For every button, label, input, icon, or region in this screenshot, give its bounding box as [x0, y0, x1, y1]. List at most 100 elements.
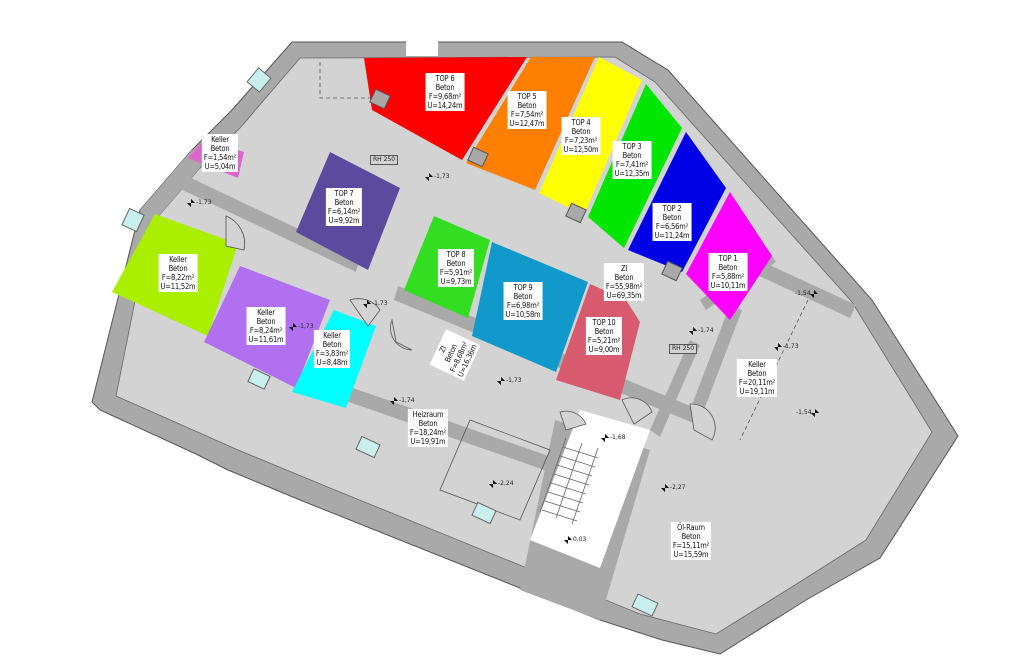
room-perimeter: U=8,48m — [316, 358, 348, 367]
room-perimeter: U=9,00m — [588, 345, 620, 354]
door-swing — [559, 410, 587, 431]
level-marker-icon — [497, 376, 505, 384]
window-opening — [406, 40, 438, 56]
pillar — [565, 202, 587, 224]
door-swing — [689, 403, 716, 441]
window — [471, 501, 497, 525]
level-marker: -1,68 — [602, 434, 626, 441]
room-area: F=5,91m² — [439, 268, 473, 277]
room-name: TOP 4 — [571, 118, 591, 127]
window — [246, 67, 272, 93]
room-label-top3: TOP 3 Beton F=7,41m² U=12,35m — [612, 141, 652, 179]
level-marker-icon — [601, 433, 609, 441]
room-area: F=18,24m² — [409, 428, 447, 437]
room-name: Heizraum — [412, 410, 444, 419]
level-value: -1,74 — [698, 327, 714, 334]
room-label-top2: TOP 2 Beton F=6,56m² U=11,24m — [652, 203, 692, 241]
level-marker: -1,74 — [690, 327, 714, 334]
room-name: TOP 10 — [592, 318, 616, 327]
level-marker-icon — [774, 342, 782, 350]
room-name: TOP 6 — [435, 74, 455, 83]
room-perimeter: U=9,92m — [328, 216, 360, 225]
room-name: Keller — [323, 331, 341, 340]
interior-wall — [170, 170, 360, 272]
level-value: -1,73 — [372, 300, 388, 307]
room-perimeter: U=12,50m — [563, 145, 599, 154]
room-area: F=7,23m² — [564, 136, 598, 145]
room-area: F=1,54m² — [203, 153, 237, 162]
room-name: Keller — [169, 255, 187, 264]
pillar — [467, 146, 489, 168]
room-material: Beton — [517, 101, 537, 110]
room-area: F=6,56m² — [655, 222, 689, 231]
room-top2 — [628, 132, 726, 272]
level-value: -1,73 — [196, 199, 212, 206]
door-swing — [225, 215, 245, 251]
room-name: TOP 3 — [622, 142, 642, 151]
level-value: -1,54 — [795, 290, 811, 297]
room-material: Beton — [571, 127, 591, 136]
room-label-top6: TOP 6 Beton F=9,68m² U=14,24m — [425, 73, 465, 111]
room-material: Beton — [256, 317, 276, 326]
room-material: Beton — [168, 264, 188, 273]
level-value: -1,68 — [610, 434, 626, 441]
room-perimeter: U=11,24m — [654, 231, 690, 240]
level-marker: -1,74 — [391, 397, 415, 404]
level-marker: -1,73 — [364, 300, 388, 307]
room-name: ZI — [620, 264, 628, 273]
room-perimeter: U=19,11m — [739, 387, 775, 396]
level-value: -1,73 — [298, 323, 314, 330]
level-marker: -1,54 — [796, 409, 820, 416]
room-material: Beton — [718, 263, 738, 272]
window — [355, 435, 381, 459]
level-marker: -1,54 — [795, 290, 819, 297]
room-name: TOP 2 — [662, 204, 682, 213]
room-area: F=8,22m² — [161, 273, 195, 282]
room-label-top8: TOP 8 Beton F=5,91m² U=9,73m — [437, 249, 475, 287]
room-height-tag: RH 250 — [668, 344, 698, 354]
room-perimeter: U=11,52m — [160, 282, 196, 291]
room-name: TOP 7 — [334, 189, 354, 198]
door-swing — [390, 318, 413, 351]
level-marker-icon — [564, 535, 572, 543]
room-material: Beton — [747, 369, 767, 378]
room-name: Keller — [211, 135, 229, 144]
heizraum-equipment-outline — [439, 419, 551, 521]
room-label-top7: TOP 7 Beton F=6,14m² U=9,92m — [325, 188, 363, 226]
room-label-keller-cyan: Keller Beton F=3,83m² U=8,48m — [313, 330, 351, 368]
level-marker-icon — [289, 322, 297, 330]
room-material: Beton — [662, 213, 682, 222]
room-perimeter: U=15,59m — [673, 550, 709, 559]
room-area: F=8,24m² — [249, 326, 283, 335]
room-height-tag: RH 250 — [369, 155, 399, 165]
room-label-keller-purple: Keller Beton F=8,24m² U=11,61m — [246, 307, 286, 345]
room-perimeter: U=9,73m — [440, 277, 472, 286]
room-material: Beton — [210, 144, 230, 153]
pillar — [369, 88, 391, 110]
level-marker-icon — [187, 198, 195, 206]
room-area: F=7,41m² — [615, 160, 649, 169]
room-label-top10: TOP 10 Beton F=5,21m² U=9,00m — [585, 317, 623, 355]
room-label-top5: TOP 5 Beton F=7,54m² U=12,47m — [507, 91, 547, 129]
room-material: Beton — [435, 83, 455, 92]
level-marker: -2,27 — [662, 484, 686, 491]
interior-wall — [690, 305, 742, 415]
level-marker-icon — [489, 479, 497, 487]
room-area: F=20,11m² — [738, 378, 776, 387]
room-area: F=5,21m² — [587, 336, 621, 345]
room-label-zi-main: ZI Beton F=55,98m² U=69,35m — [603, 263, 645, 301]
room-perimeter: U=10,11m — [710, 281, 746, 290]
room-label-keller-lime: Keller Beton F=8,22m² U=11,52m — [158, 254, 198, 292]
room-material: Beton — [681, 532, 701, 541]
room-material: Beton — [334, 198, 354, 207]
room-perimeter: U=69,35m — [606, 291, 642, 300]
level-marker: 0,03 — [565, 536, 586, 543]
window — [631, 593, 659, 617]
room-name: TOP 8 — [446, 250, 466, 259]
room-perimeter: U=10,58m — [505, 310, 541, 319]
stairs — [539, 437, 599, 525]
room-area: F=3,83m² — [315, 349, 349, 358]
room-material: Beton — [622, 151, 642, 160]
level-marker-icon — [390, 396, 398, 404]
